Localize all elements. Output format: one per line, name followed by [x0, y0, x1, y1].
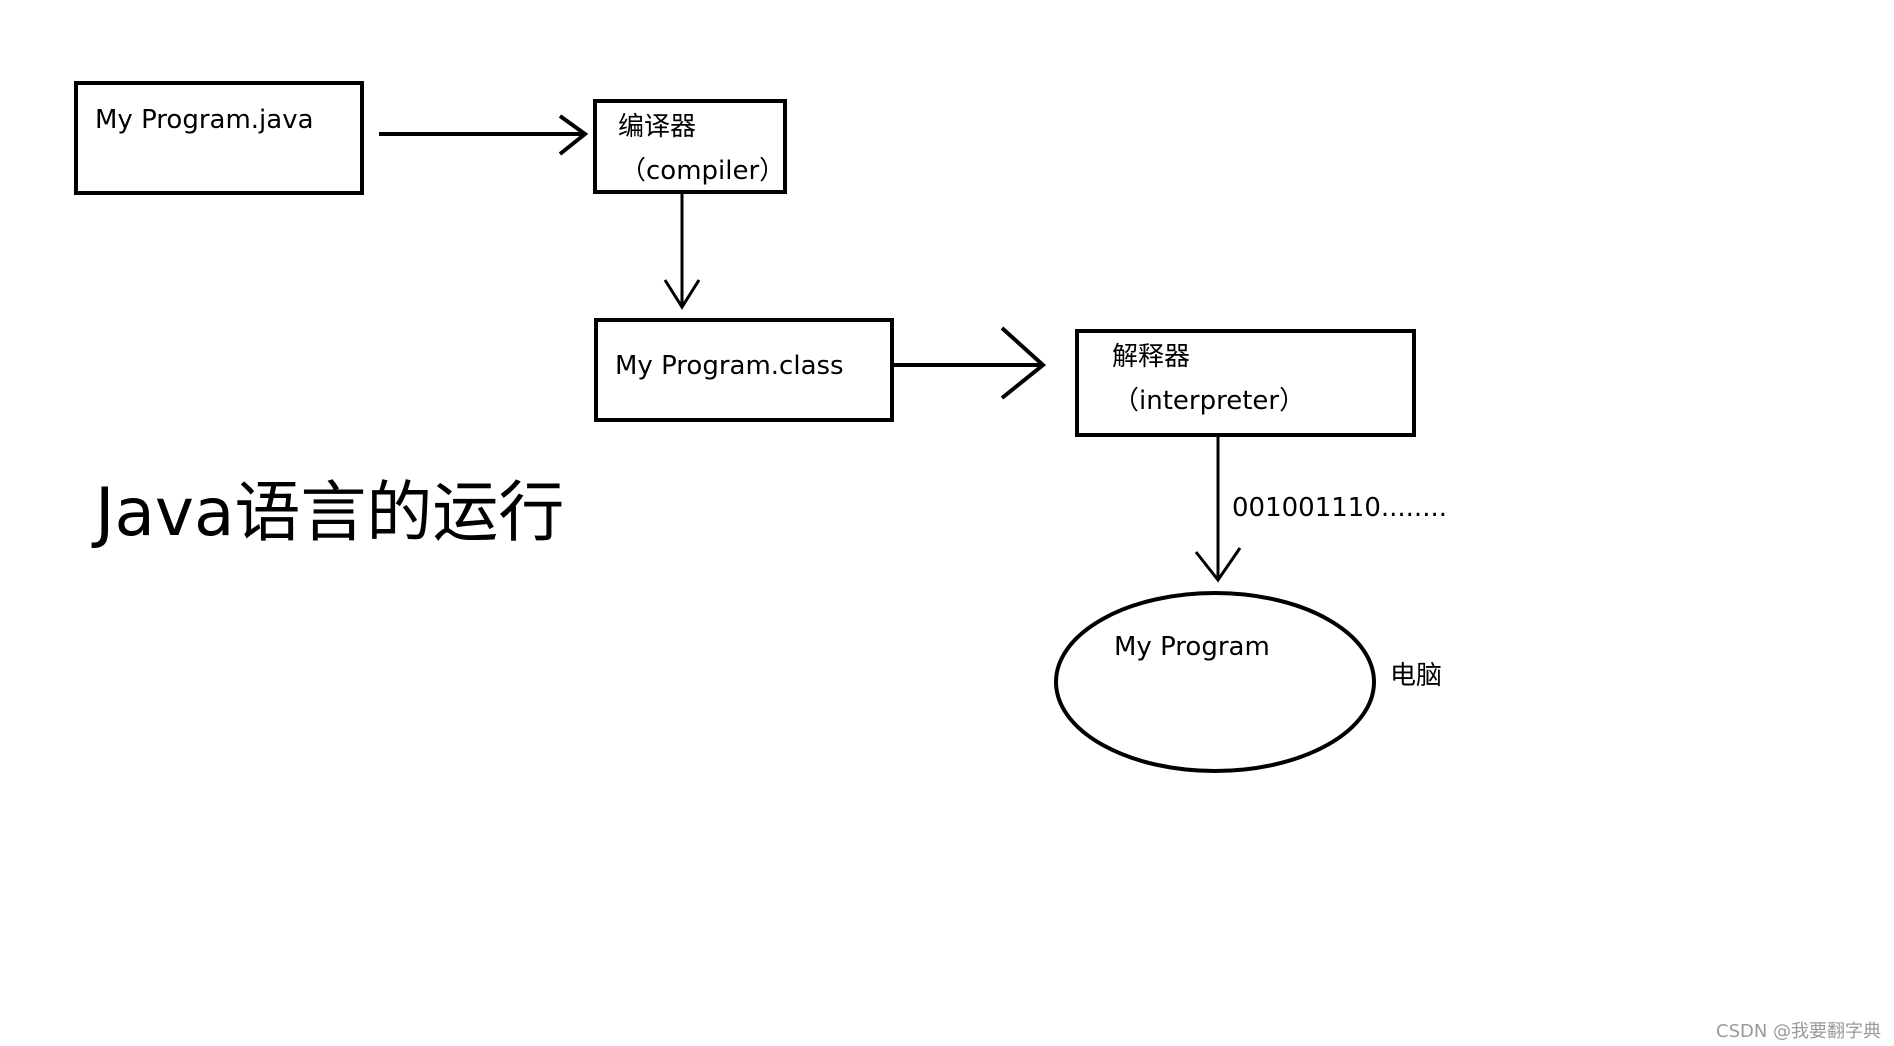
program-ellipse: [1054, 591, 1376, 773]
binary-output-label: 001001110........: [1232, 493, 1447, 523]
class-file-box: [594, 318, 894, 422]
source-file-box: [74, 81, 364, 195]
compiler-box: [593, 99, 787, 194]
arrow-source-to-compiler: [379, 114, 589, 156]
interpreter-box: [1075, 329, 1416, 437]
program-label: My Program: [1114, 632, 1270, 662]
interpreter-label-en: （interpreter）: [1113, 386, 1305, 416]
computer-label: 电脑: [1390, 661, 1442, 691]
watermark: CSDN @我要翻字典: [1716, 1021, 1881, 1042]
arrow-interpreter-to-program: [1194, 435, 1242, 583]
source-file-label: My Program.java: [95, 105, 314, 135]
compiler-label-cn: 编译器: [618, 112, 696, 142]
diagram-title: Java语言的运行: [91, 474, 564, 551]
interpreter-label-cn: 解释器: [1112, 342, 1190, 372]
class-file-label: My Program.class: [615, 351, 844, 381]
arrow-class-to-interpreter: [892, 326, 1047, 400]
arrow-compiler-to-class: [663, 192, 701, 310]
compiler-label-en: （compiler）: [620, 156, 785, 186]
